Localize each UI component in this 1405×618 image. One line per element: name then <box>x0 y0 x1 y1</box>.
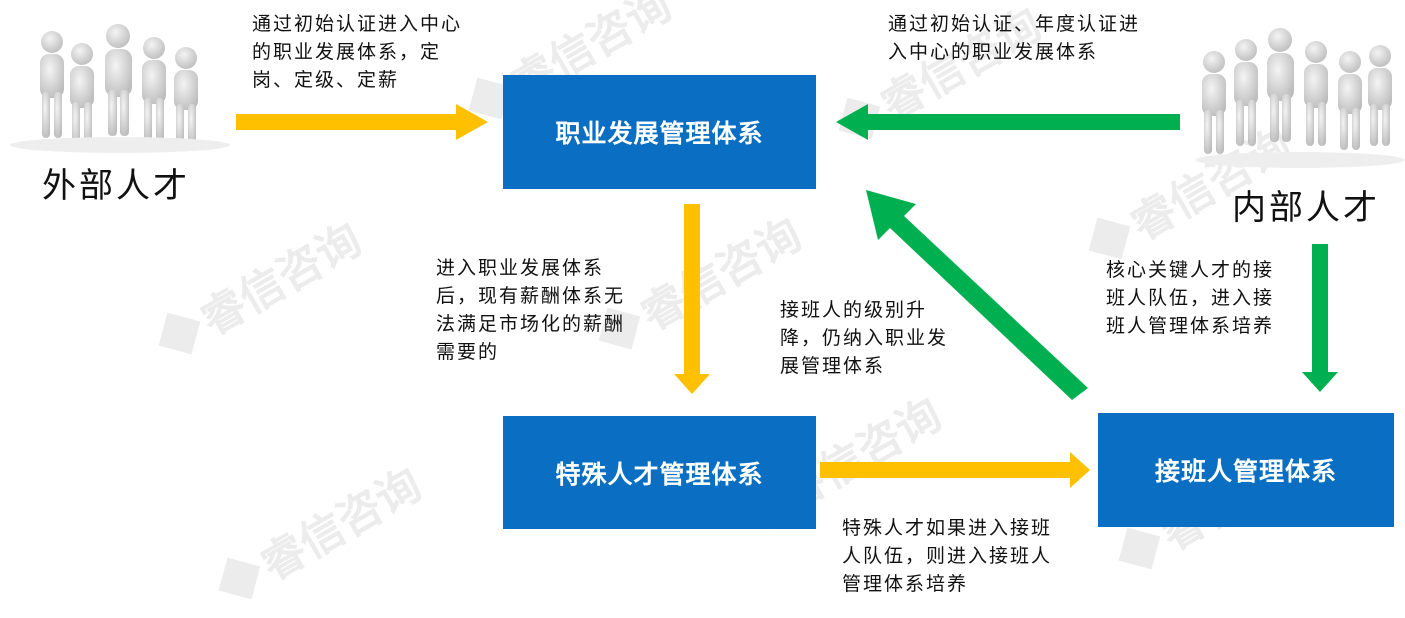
note-special-to-successor: 特殊人才如果进入接班人队伍，则进入接班人管理体系培养 <box>842 517 1053 595</box>
external-talent-label: 外部人才 <box>42 166 190 206</box>
note-internal-to-successor: 核心关键人才的接班人队伍，进入接班人管理体系培养 <box>1106 259 1275 337</box>
arrow-career-to-special <box>674 204 710 394</box>
note-external-to-career: 通过初始认证进入中心的职业发展体系，定岗、定级、定薪 <box>252 13 463 91</box>
internal-talent-label: 内部人才 <box>1232 188 1380 228</box>
note-career-to-special: 进入职业发展体系后，现有薪酬体系无法满足市场化的薪酬需要的 <box>436 257 626 363</box>
arrow-internal-to-career <box>836 104 1180 140</box>
special-talent-system-box: 特殊人才管理体系 <box>503 416 816 529</box>
arrow-external-to-career <box>236 104 488 140</box>
arrow-successor-to-career <box>866 190 1088 400</box>
successor-system-box: 接班人管理体系 <box>1098 413 1394 527</box>
note-successor-to-career: 接班人的级别升降，仍纳入职业发展管理体系 <box>780 299 949 377</box>
arrow-internal-to-successor <box>1302 244 1338 392</box>
career-development-system-box: 职业发展管理体系 <box>503 75 816 189</box>
arrow-special-to-successor <box>820 452 1090 488</box>
note-internal-to-career: 通过初始认证、年度认证进入中心的职业发展体系 <box>888 13 1141 63</box>
